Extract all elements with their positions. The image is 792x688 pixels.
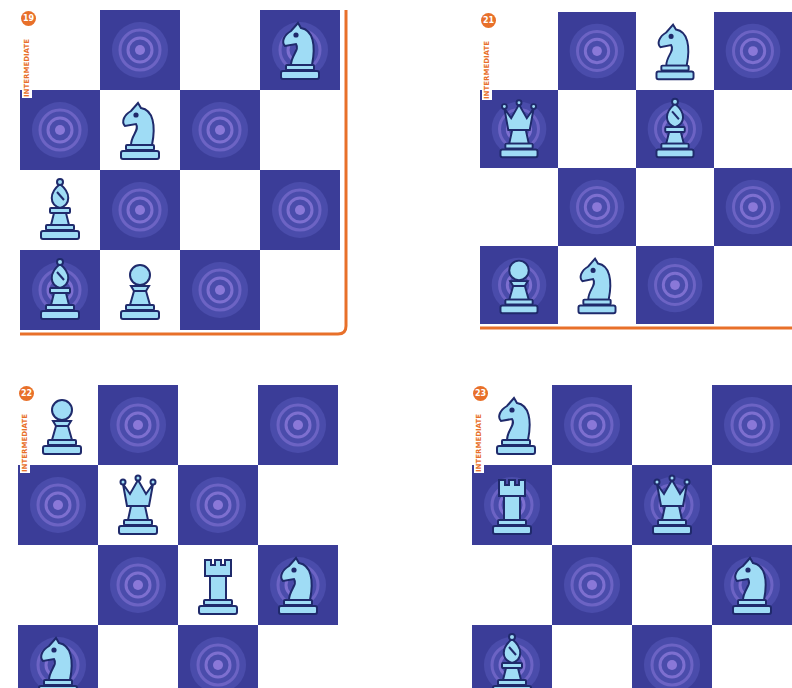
puzzle-board bbox=[472, 385, 792, 688]
card-number: 22 bbox=[19, 386, 34, 401]
level-wrap: INTERMEDIATE bbox=[20, 403, 30, 473]
level-label: INTERMEDIATE bbox=[20, 413, 30, 473]
level-wrap: INTERMEDIATE bbox=[482, 30, 492, 100]
puzzle-board bbox=[480, 12, 792, 324]
card-number: 19 bbox=[21, 11, 36, 26]
level-wrap: INTERMEDIATE bbox=[474, 403, 484, 473]
level-label: INTERMEDIATE bbox=[22, 38, 32, 98]
puzzle-board bbox=[18, 385, 338, 688]
card-number: 23 bbox=[473, 386, 488, 401]
level-label: INTERMEDIATE bbox=[482, 40, 492, 100]
level-label: INTERMEDIATE bbox=[474, 413, 484, 473]
card-number: 21 bbox=[481, 13, 496, 28]
level-wrap: INTERMEDIATE bbox=[22, 28, 32, 98]
puzzle-board bbox=[20, 10, 340, 330]
